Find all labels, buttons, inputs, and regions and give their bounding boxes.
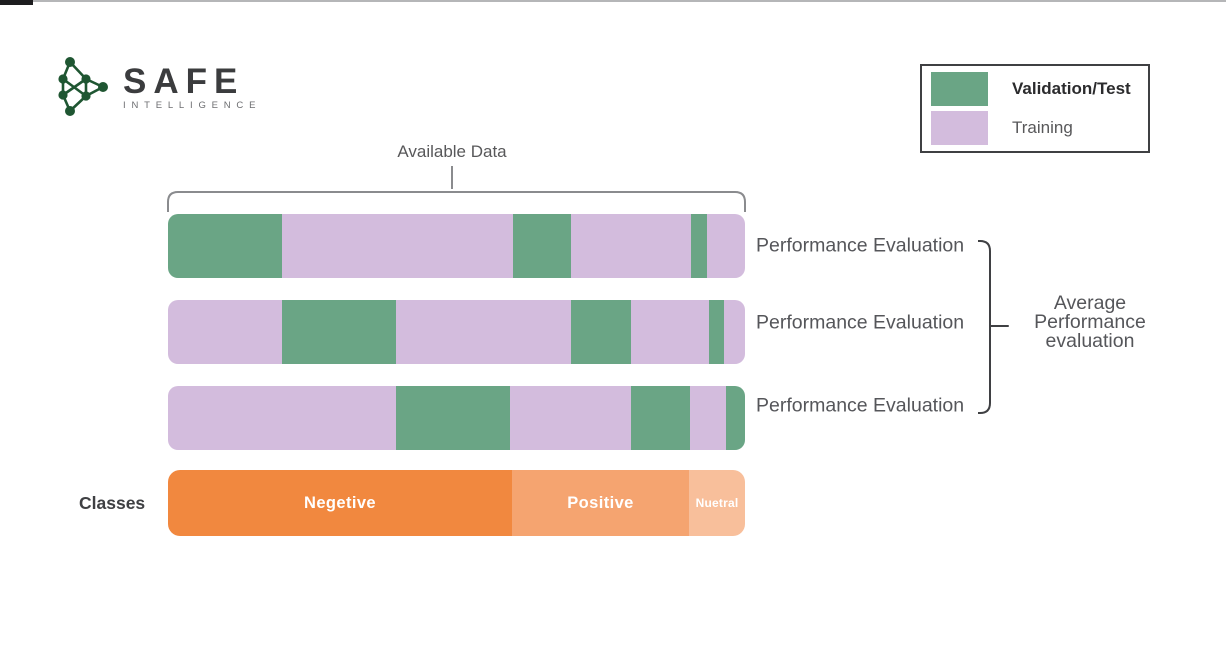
legend-label-validation: Validation/Test — [1012, 79, 1131, 98]
segment-training — [396, 300, 571, 364]
segment-training — [707, 214, 745, 278]
available-data-connector-line — [451, 166, 453, 189]
segment-validation — [282, 300, 396, 364]
validation-color-swatch — [931, 72, 988, 106]
average-brace — [977, 238, 1010, 421]
segment-training — [724, 300, 745, 364]
class-segment: Nuetral — [689, 470, 745, 536]
class-segment-label: Nuetral — [695, 496, 739, 510]
average-line-2: Performance — [1034, 311, 1146, 333]
safe-intelligence-logo: SAFE INTELLIGENCE — [54, 55, 261, 122]
top-left-notch — [0, 0, 33, 5]
average-line-1: Average — [1053, 292, 1127, 314]
classes-bar: Negetive Positive Nuetral — [168, 470, 745, 536]
average-performance-label: Average Performance evaluation — [1010, 292, 1170, 352]
segment-validation — [396, 386, 510, 450]
available-data-label: Available Data — [397, 142, 507, 161]
fold-row: Performance Evaluation — [168, 300, 964, 364]
legend-box: Validation/Test Training — [920, 64, 1150, 153]
training-color-swatch — [931, 111, 988, 145]
segment-training — [168, 300, 282, 364]
performance-evaluation-label: Performance Evaluation — [756, 394, 965, 417]
fold-row: Performance Evaluation — [168, 386, 964, 450]
classes-label: Classes — [79, 493, 146, 513]
fold-bar — [168, 300, 745, 364]
legend-item-training: Training — [931, 111, 1073, 145]
fold-bar — [168, 214, 745, 278]
logo-text: SAFE INTELLIGENCE — [123, 62, 262, 111]
fold-bar — [168, 386, 745, 450]
brand-subtitle: INTELLIGENCE — [123, 100, 262, 111]
performance-evaluation-label: Performance Evaluation — [756, 234, 965, 257]
class-segment: Negetive — [168, 470, 512, 536]
top-border-line — [0, 0, 1226, 2]
segment-validation — [631, 386, 690, 450]
brand-name: SAFE — [123, 62, 245, 101]
available-data-bracket — [166, 189, 747, 217]
class-segment-label: Negetive — [304, 493, 376, 512]
segment-training — [282, 214, 513, 278]
legend-label-training: Training — [1012, 118, 1073, 137]
performance-evaluation-label: Performance Evaluation — [756, 311, 965, 334]
fold-row: Performance Evaluation — [168, 214, 964, 278]
segment-validation — [168, 214, 282, 278]
segment-validation — [726, 386, 745, 450]
segment-validation — [709, 300, 724, 364]
segment-training — [631, 300, 709, 364]
segment-validation — [513, 214, 571, 278]
segment-validation — [571, 300, 631, 364]
segment-training — [168, 386, 396, 450]
segment-training — [510, 386, 631, 450]
network-graph-icon — [54, 55, 110, 122]
average-line-3: evaluation — [1045, 330, 1135, 352]
class-segment-label: Positive — [567, 493, 634, 512]
class-segment: Positive — [512, 470, 689, 536]
segment-training — [571, 214, 691, 278]
segment-training — [690, 386, 726, 450]
segment-validation — [691, 214, 707, 278]
legend-item-validation: Validation/Test — [931, 72, 1131, 106]
